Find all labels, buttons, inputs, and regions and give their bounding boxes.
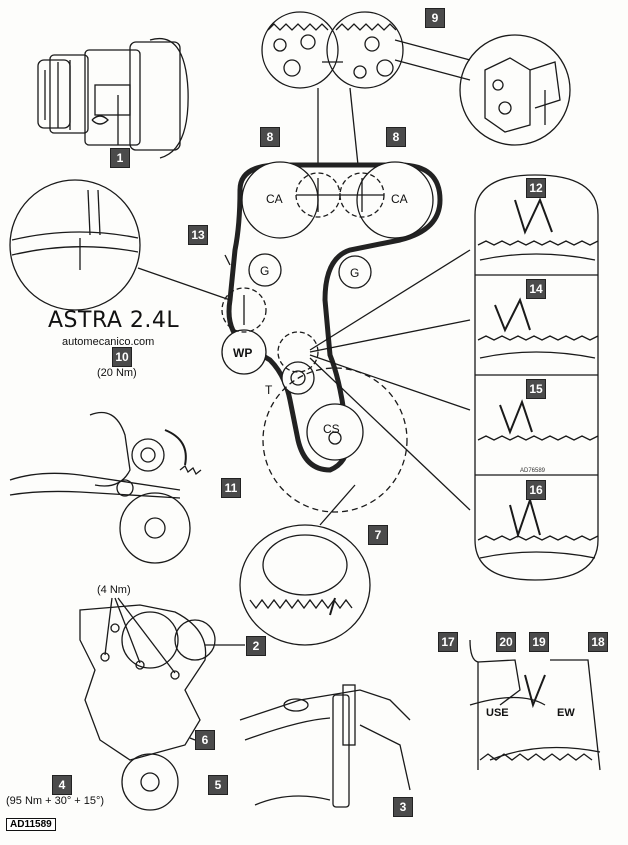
used-belt-mark: USE: [486, 707, 509, 719]
camshaft-pulley-right-label: CA: [391, 192, 408, 206]
callout-6: 6: [195, 730, 215, 750]
water-pump-label: WP: [233, 346, 253, 360]
new-belt-mark: EW: [557, 707, 575, 719]
callout-15: 15: [526, 379, 546, 399]
callout-16: 16: [526, 480, 546, 500]
tensioner-label: T: [265, 383, 273, 397]
callout-4: 4: [52, 775, 72, 795]
idler-pulley-right-label: G: [350, 266, 360, 280]
callout-17: 17: [438, 632, 458, 652]
callout-19: 19: [529, 632, 549, 652]
idler-bolt-torque: (95 Nm + 30° + 15°): [6, 795, 105, 807]
diagram-title: ASTRA 2.4L: [48, 308, 180, 333]
crankshaft-pulley-label: CS: [323, 422, 340, 436]
callout-8-left: 8: [260, 127, 280, 147]
callout-12: 12: [526, 178, 546, 198]
tensioner-torque: (20 Nm): [97, 367, 137, 379]
callout-1: 1: [110, 148, 130, 168]
setting-tool-detail: [239, 684, 411, 808]
callout-2: 2: [246, 636, 266, 656]
camshaft-pulley-left-label: CA: [266, 192, 283, 206]
camshaft-pulley-detail: [37, 38, 189, 159]
callout-7: 7: [368, 525, 388, 545]
callout-8-right: 8: [386, 127, 406, 147]
inset-code: AD76589: [520, 468, 546, 474]
water-pump-mark-detail: [9, 179, 231, 311]
callout-10: 10: [112, 347, 132, 367]
tensioner-adjust-detail: [9, 411, 202, 564]
cover-bolt-torque: (4 Nm): [97, 584, 131, 596]
callout-9: 9: [425, 8, 445, 28]
callout-3: 3: [393, 797, 413, 817]
cam-sprocket-alignment-detail: [261, 11, 471, 89]
callout-20: 20: [496, 632, 516, 652]
idler-pulley-left-label: G: [260, 264, 270, 278]
crank-sprocket-mark-details: [309, 174, 599, 581]
callout-11: 11: [221, 478, 241, 498]
callout-5: 5: [208, 775, 228, 795]
locking-tool-detail: [459, 34, 571, 146]
figure-code: AD11589: [6, 818, 56, 831]
crankshaft-sprocket-detail: [239, 484, 371, 646]
rear-cover-detail: [79, 597, 245, 811]
sprocket-mark-alignment-detail: [469, 639, 601, 771]
callout-14: 14: [526, 279, 546, 299]
callout-13: 13: [188, 225, 208, 245]
source-credit: automecanico.com: [62, 336, 155, 348]
callout-18: 18: [588, 632, 608, 652]
